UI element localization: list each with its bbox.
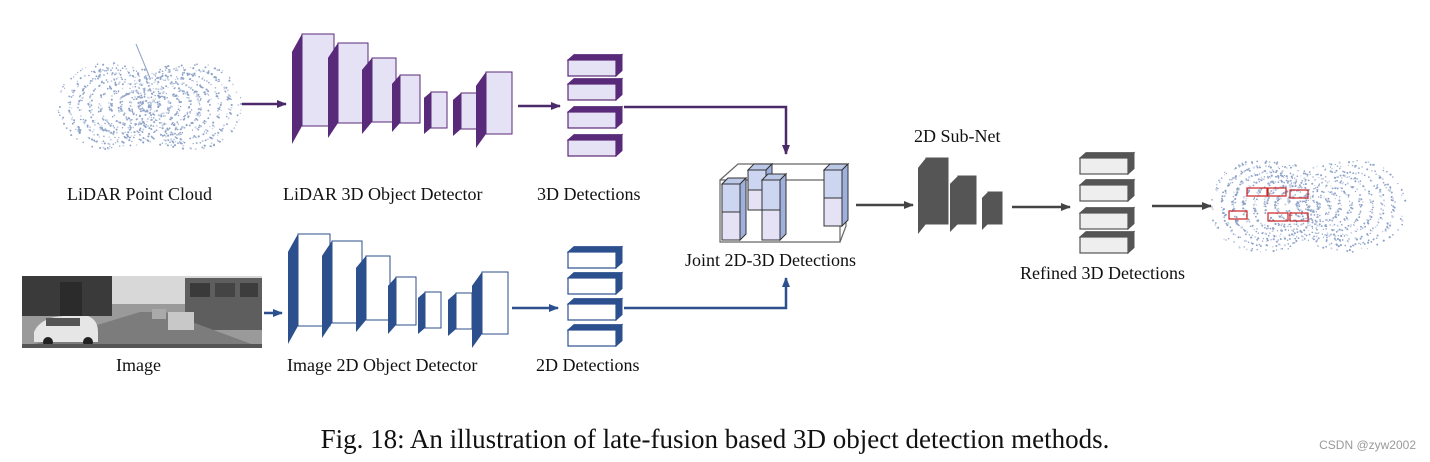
det2d-box-3 bbox=[566, 297, 624, 322]
image-detector-network bbox=[288, 233, 509, 348]
label-subnet: 2D Sub-Net bbox=[914, 126, 1001, 146]
det2d-box-2 bbox=[566, 271, 624, 296]
lidarNet-layer-7 bbox=[476, 71, 513, 148]
label-2d-detections: 2D Detections bbox=[536, 355, 640, 375]
det2d-box-4 bbox=[566, 323, 624, 348]
refined-box-1 bbox=[1078, 151, 1136, 176]
output-detection-box-5 bbox=[1289, 212, 1309, 222]
subnet-network bbox=[918, 157, 1003, 234]
det3d-box-3 bbox=[566, 105, 624, 130]
refined-box-2 bbox=[1078, 178, 1136, 203]
output-detection-box-6 bbox=[1228, 210, 1248, 220]
lidar-detector-network bbox=[292, 33, 513, 148]
imageNet-layer-7 bbox=[472, 271, 509, 348]
joint-column-4 bbox=[822, 162, 850, 228]
figure-caption: Fig. 18: An illustration of late-fusion … bbox=[320, 424, 1110, 454]
subNet-layer-1 bbox=[918, 157, 949, 234]
label-joint-detections: Joint 2D-3D Detections bbox=[685, 250, 856, 270]
lidarNet-layer-4 bbox=[392, 74, 421, 132]
lidarNet-layer-6 bbox=[453, 92, 478, 136]
detections-3d-stack bbox=[566, 53, 624, 158]
label-lidar-point-cloud: LiDAR Point Cloud bbox=[67, 184, 213, 204]
imageNet-layer-5 bbox=[418, 291, 442, 334]
refined-box-3 bbox=[1078, 206, 1136, 231]
joint-detections-tensor bbox=[719, 162, 850, 243]
refined-box-4 bbox=[1078, 230, 1136, 255]
imageNet-layer-6 bbox=[448, 292, 473, 336]
subNet-layer-2 bbox=[950, 175, 977, 232]
output-detection-box-3 bbox=[1289, 189, 1309, 199]
label-image: Image bbox=[116, 355, 161, 375]
label-refined-detections: Refined 3D Detections bbox=[1020, 263, 1185, 283]
det3d-box-4 bbox=[566, 133, 624, 158]
label-lidar-detector: LiDAR 3D Object Detector bbox=[283, 184, 483, 204]
subNet-layer-3 bbox=[982, 191, 1003, 230]
output-detection-box-2 bbox=[1267, 187, 1287, 197]
arrow-2d-to-joint bbox=[624, 277, 790, 310]
lidarNet-layer-5 bbox=[424, 91, 448, 134]
lidarNet-layer-1 bbox=[292, 33, 335, 144]
label-image-detector: Image 2D Object Detector bbox=[287, 355, 478, 375]
detections-2d-stack bbox=[566, 245, 624, 348]
arrow-3d-to-joint bbox=[624, 105, 790, 155]
watermark: CSDN @zyw2002 bbox=[1319, 438, 1416, 452]
output-detection-box-4 bbox=[1267, 212, 1289, 222]
output-point-cloud-image bbox=[1210, 160, 1407, 253]
lidar-point-cloud-image bbox=[57, 43, 243, 151]
det2d-box-1 bbox=[566, 245, 624, 270]
det3d-box-1 bbox=[566, 53, 624, 78]
imageNet-layer-3 bbox=[356, 255, 391, 332]
joint-column-3 bbox=[760, 172, 788, 242]
label-3d-detections: 3D Detections bbox=[537, 184, 641, 204]
output-detection-box-1 bbox=[1246, 187, 1268, 197]
camera-image bbox=[22, 276, 262, 348]
lidarNet-layer-3 bbox=[362, 57, 397, 134]
refined-detections-stack bbox=[1078, 151, 1136, 255]
imageNet-layer-4 bbox=[388, 276, 417, 334]
joint-column-1 bbox=[720, 176, 748, 242]
det3d-box-2 bbox=[566, 77, 624, 102]
